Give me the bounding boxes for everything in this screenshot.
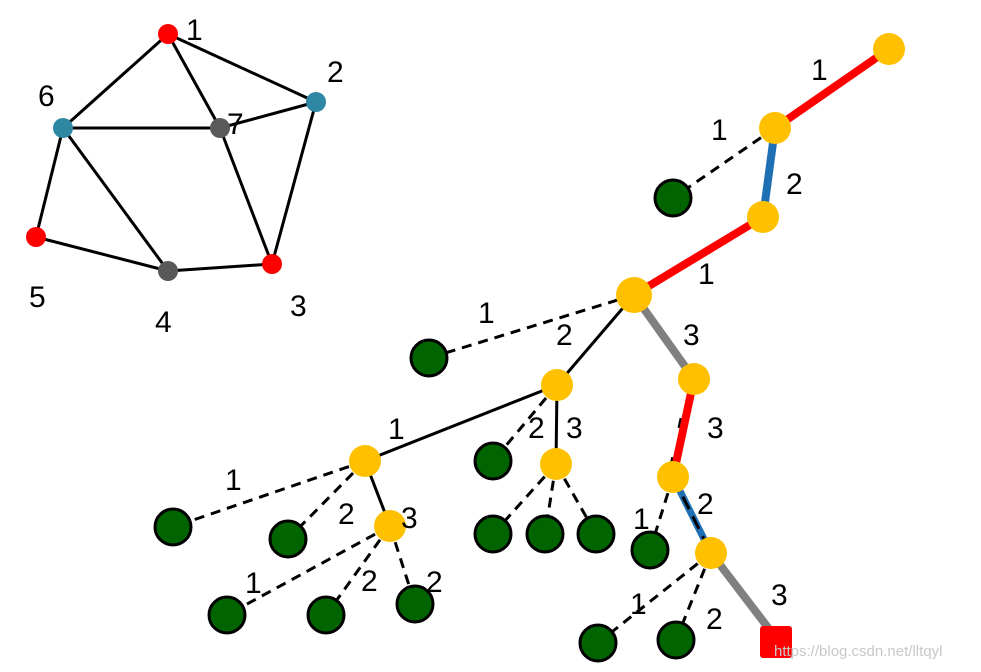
tree-edge-dashed [597, 551, 712, 645]
tree-internal-node [540, 448, 572, 480]
graph-node-label-6: 6 [38, 80, 55, 113]
tree-edge-label: 3 [707, 412, 724, 445]
tree-leaf-node [525, 514, 565, 554]
graph-node-label-1: 1 [186, 14, 203, 47]
tree-edge-label: 2 [426, 566, 443, 599]
tree-edge-label: 1 [633, 503, 650, 536]
tree-goal-node [760, 626, 792, 658]
graph-node-7 [210, 118, 230, 138]
tree-edge-label: 3 [771, 579, 788, 612]
graph-node-6 [53, 118, 73, 138]
graph: 1 2 3 4 5 6 7 [26, 14, 344, 339]
tree-leaf-node [306, 595, 346, 635]
tree-internal-node [678, 363, 710, 395]
tree-edge-label: 1 [478, 297, 495, 330]
tree-edge-label: 1 [698, 258, 715, 291]
search-tree: 1 2 1 1 3 2 1 1 2 3 2 3 1 2 1 2 3 1 2 3 … [153, 33, 905, 663]
tree-leaf-node [630, 530, 670, 570]
graph-edge [270, 101, 318, 265]
graph-edge [219, 100, 317, 130]
tree-edge-label: 3 [566, 412, 583, 445]
graph-node-label-4: 4 [155, 306, 172, 339]
tree-edge-label: 1 [388, 413, 405, 446]
tree-leaf-node [268, 519, 308, 559]
tree-edge-label: 3 [401, 502, 418, 535]
tree-leaf-node [653, 178, 693, 218]
tree-edge-path [772, 45, 892, 132]
tree-internal-node [747, 201, 779, 233]
tree-internal-node [349, 445, 381, 477]
tree-edge-dashed [554, 463, 598, 535]
graph-node-2 [306, 92, 326, 112]
tree-edge-dashed [226, 524, 391, 617]
tree-edge-label: 1 [225, 464, 242, 497]
tree-edge-solid [555, 294, 636, 386]
tree-leaf-node [395, 584, 435, 624]
tree-internal-node [695, 537, 727, 569]
tree-edge-dashed [648, 476, 675, 551]
graph-node-4 [158, 261, 178, 281]
tree-edge-dashed [428, 293, 635, 360]
tree-leaf-node [153, 507, 193, 547]
graph-node-label-2: 2 [327, 56, 344, 89]
tree-edge-label: 1 [630, 588, 647, 621]
tree-edge-label: 2 [706, 603, 723, 636]
graph-edge [218, 127, 274, 265]
tree-edge-label: 1 [811, 54, 828, 87]
tree-leaf-node [473, 441, 513, 481]
graph-edge [167, 262, 273, 273]
tree-edge-path [631, 213, 766, 299]
tree-edge-path [707, 550, 780, 641]
graph-edge [166, 33, 222, 129]
tree-leaf-node [207, 595, 247, 635]
graph-edge [61, 127, 170, 272]
tree-edge-path [669, 378, 698, 478]
graph-edge [34, 127, 65, 238]
graph-node-5 [26, 227, 46, 247]
tree-internal-node [374, 510, 406, 542]
tree-edge-solid [364, 383, 558, 463]
tree-edge-outline [667, 378, 690, 478]
graph-node-label-7: 7 [227, 108, 244, 141]
watermark: https://blog.csdn.net/lltqyl [774, 643, 942, 660]
tree-leaf-node [576, 514, 616, 554]
graph-edge [167, 32, 317, 104]
tree-internal-node [759, 112, 791, 144]
tree-edge-label: 2 [697, 488, 714, 521]
graph-node-3 [262, 254, 282, 274]
tree-edge-label: 2 [528, 412, 545, 445]
tree-internal-nodes [349, 33, 905, 569]
tree-leaf-node [409, 338, 449, 378]
tree-internal-node [657, 461, 689, 493]
tree-edge-label: 2 [361, 565, 378, 598]
tree-leaf-node [578, 623, 618, 663]
tree-leaf-node [656, 620, 696, 660]
tree-leaf-node [473, 514, 513, 554]
tree-internal-node [873, 33, 905, 65]
tree-edge-label: 2 [786, 168, 803, 201]
graph-edge [61, 32, 170, 130]
graph-node-1 [158, 24, 178, 44]
tree-internal-node [616, 277, 652, 313]
tree-edge-label: 1 [711, 114, 728, 147]
graph-edge [35, 235, 169, 273]
tree-edge-dashed [672, 126, 776, 200]
tree-internal-node [541, 369, 573, 401]
tree-edge-label: 2 [556, 319, 573, 352]
tree-edge-dashed [172, 459, 366, 529]
graph-node-label-5: 5 [29, 281, 46, 314]
tree-edge-label: 2 [338, 498, 355, 531]
tree-edge-label: 3 [683, 319, 700, 352]
graph-node-label-3: 3 [290, 290, 307, 323]
tree-edge-label: 1 [245, 567, 262, 600]
tree-leaf-nodes [153, 178, 696, 663]
